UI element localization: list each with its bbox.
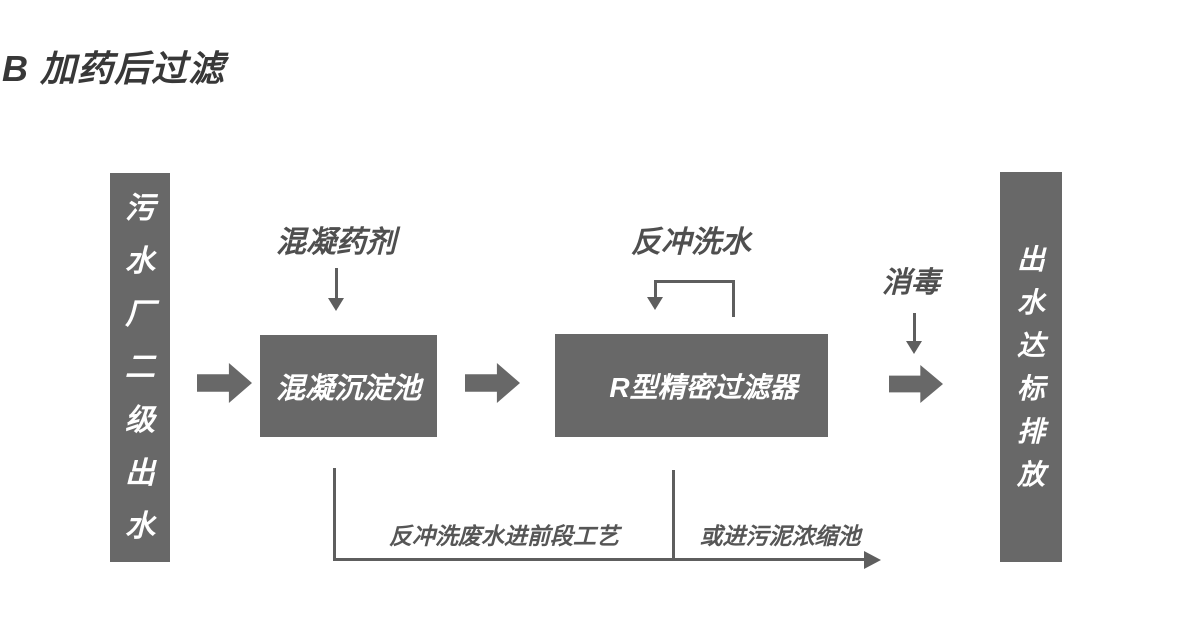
coagulant-label: 混凝药剂 [276,226,396,259]
drain-line-from-tank [333,468,336,561]
backwash-connector-left-leg [654,280,657,299]
node-precision-filter: R型精密过滤器 [555,334,828,437]
node-coagulation-tank: 混凝沉淀池 [260,335,437,437]
drain-front-label: 反冲洗废水进前段工艺 [389,523,619,549]
drain-arrow-right-icon [864,551,881,569]
disinfect-arrow-stem [913,313,916,343]
coagulant-arrow-down-icon [328,298,344,311]
node-source-water-label: 污水厂二级出水 [125,191,155,543]
drain-line-from-filter [672,470,675,561]
coagulant-arrow-stem [335,268,338,300]
backwash-water-label: 反冲洗水 [631,226,751,259]
node-precision-filter-label: R型精密过滤器 [609,371,798,403]
node-source-water: 污水厂二级出水 [110,173,170,562]
node-outfall: 出水达标排放 [1000,172,1062,562]
disinfect-arrow-down-icon [906,341,922,354]
flow-arrow-filter-to-outfall-icon [889,365,943,403]
flow-arrow-tank-to-filter-icon [465,363,520,403]
drain-line-horizontal [333,558,866,561]
backwash-arrow-down-icon [647,297,663,310]
backwash-connector-right-leg [732,280,735,317]
backwash-connector-horizontal [654,280,735,283]
node-coagulation-tank-label: 混凝沉淀池 [275,373,421,405]
node-outfall-label: 出水达标排放 [1016,243,1045,490]
diagram-title: B 加药后过滤 [2,48,226,89]
drain-sludge-label: 或进污泥浓缩池 [699,523,861,549]
disinfect-label: 消毒 [882,267,941,299]
flow-arrow-source-to-tank-icon [197,363,252,403]
